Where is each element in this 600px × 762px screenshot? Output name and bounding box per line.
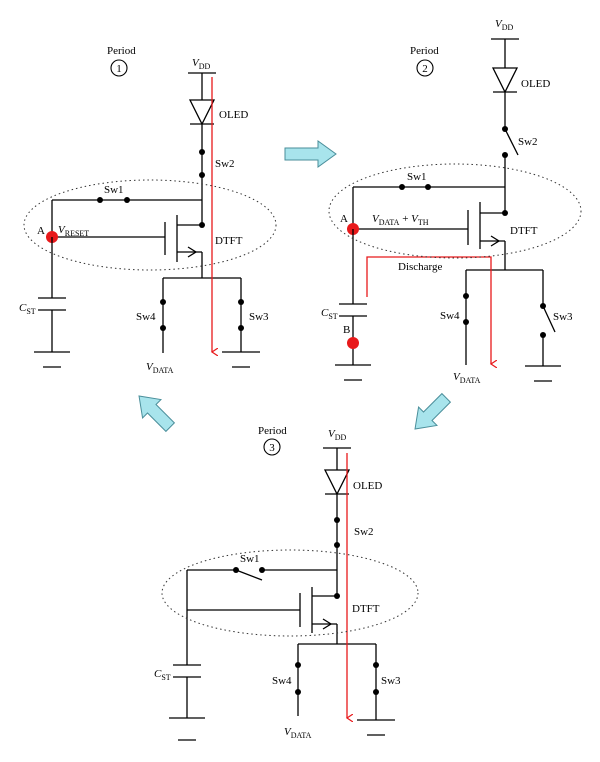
oled-diode [491, 67, 519, 94]
sw4-label: Sw4 [136, 311, 156, 323]
discharge-label: Discharge [398, 261, 443, 273]
sw3-label: Sw3 [249, 311, 269, 323]
sw2-label: Sw2 [215, 158, 235, 170]
cst-label: CST [321, 307, 338, 321]
node-b-marker [347, 337, 359, 349]
cst-label: CST [154, 668, 171, 682]
oled-label: OLED [353, 480, 382, 492]
sw1-label: Sw1 [407, 171, 427, 183]
oled-label: OLED [521, 78, 550, 90]
vdd-label: VDD [192, 57, 211, 71]
vdd-label: VDD [495, 18, 514, 32]
vdata-vth-label: VDATA + VTH [372, 213, 429, 227]
node-a-label: A [37, 225, 45, 237]
sw3-label: Sw3 [553, 311, 573, 323]
period-3-circuit: Period 3 VDD OLED Sw2 Sw1 DTFT [154, 425, 419, 741]
sw1-label: Sw1 [240, 553, 260, 565]
dtft-transistor [299, 587, 337, 633]
period-3-number: 3 [269, 442, 275, 454]
sw3-label: Sw3 [381, 675, 401, 687]
sw3-open [542, 305, 556, 333]
transition-arrow-1-to-2 [284, 140, 337, 168]
period-2-number: 2 [422, 63, 428, 75]
oled-diode [323, 469, 351, 496]
sw4-label: Sw4 [272, 675, 292, 687]
period-1-number: 1 [116, 63, 122, 75]
sw2-label: Sw2 [354, 526, 374, 538]
v-reset-label: VRESET [58, 224, 89, 238]
vdata-label: VDATA [146, 361, 174, 375]
sw2-label: Sw2 [518, 136, 538, 148]
dtft-label: DTFT [510, 225, 538, 237]
oled-diode [188, 99, 216, 126]
highlight-region [23, 179, 277, 271]
cst-label: CST [19, 302, 36, 316]
highlight-region [328, 163, 582, 259]
period-1-circuit: Period 1 VDD OLED Sw2 Sw1 DTFT [19, 45, 277, 375]
dtft-label: DTFT [352, 603, 380, 615]
node-a-label: A [340, 213, 348, 225]
dtft-transistor [467, 202, 505, 249]
oled-label: OLED [219, 109, 248, 121]
period-2-circuit: Period 2 VDD OLED Sw2 Sw1 DTFT [321, 18, 582, 385]
vdd-label: VDD [328, 428, 347, 442]
dtft-transistor [164, 215, 202, 262]
period-3-label: Period [258, 425, 287, 437]
highlight-region [161, 549, 419, 637]
transition-arrow-3-to-1 [138, 395, 176, 433]
period-2-number-circle [416, 59, 434, 77]
node-b-label: B [343, 324, 350, 336]
sw1-label: Sw1 [104, 184, 124, 196]
transition-arrow-2-to-3 [414, 392, 452, 430]
vdata-label: VDATA [453, 371, 481, 385]
period-1-number-circle [110, 59, 128, 77]
dtft-label: DTFT [215, 235, 243, 247]
discharge-path [366, 256, 491, 364]
sw4-label: Sw4 [440, 310, 460, 322]
period-3-number-circle [263, 438, 281, 456]
vdata-label: VDATA [284, 726, 312, 740]
sw1-open [235, 569, 263, 581]
sw2-open [504, 128, 519, 156]
period-2-label: Period [410, 45, 439, 57]
period-1-label: Period [107, 45, 136, 57]
